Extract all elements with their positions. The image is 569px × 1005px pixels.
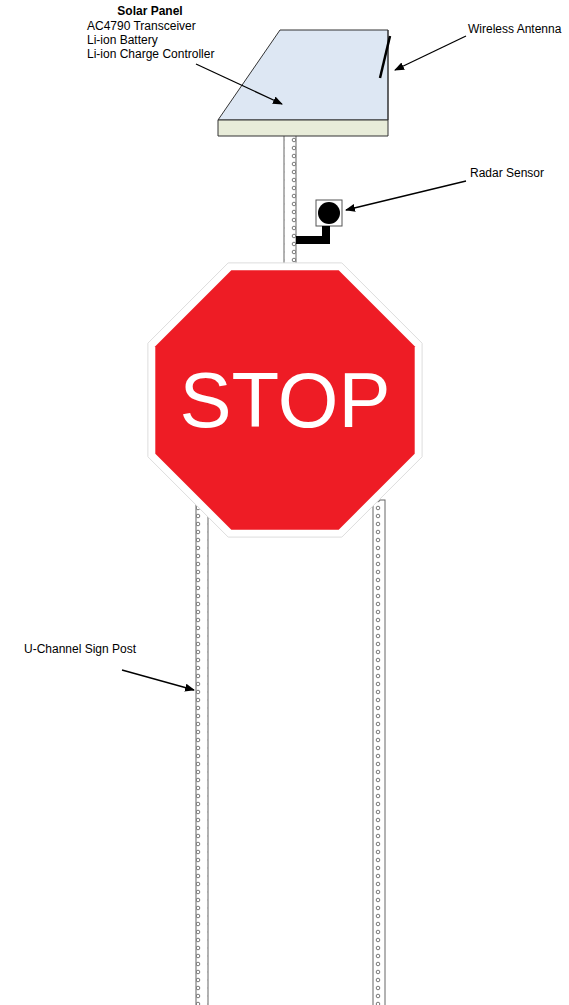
wireless-antenna	[380, 36, 390, 78]
sign-text: STOP	[180, 361, 391, 439]
solar-panel	[218, 30, 388, 136]
callout-label: U-Channel Sign Post	[24, 642, 136, 656]
u-channel-posts	[196, 500, 385, 1005]
part-heading: Solar Panel	[117, 4, 182, 18]
part-label: Li-ion Battery	[87, 33, 158, 47]
callout-label: Radar Sensor	[470, 166, 544, 180]
part-label: AC4790 Transceiver	[87, 19, 196, 33]
upper-post	[284, 135, 296, 275]
callout-label: Wireless Antenna	[468, 22, 561, 36]
radar-sensor	[296, 200, 342, 244]
leader-lines	[122, 36, 466, 690]
part-label: Li-ion Charge Controller	[87, 47, 214, 61]
stop-sign: STOP	[147, 262, 423, 538]
